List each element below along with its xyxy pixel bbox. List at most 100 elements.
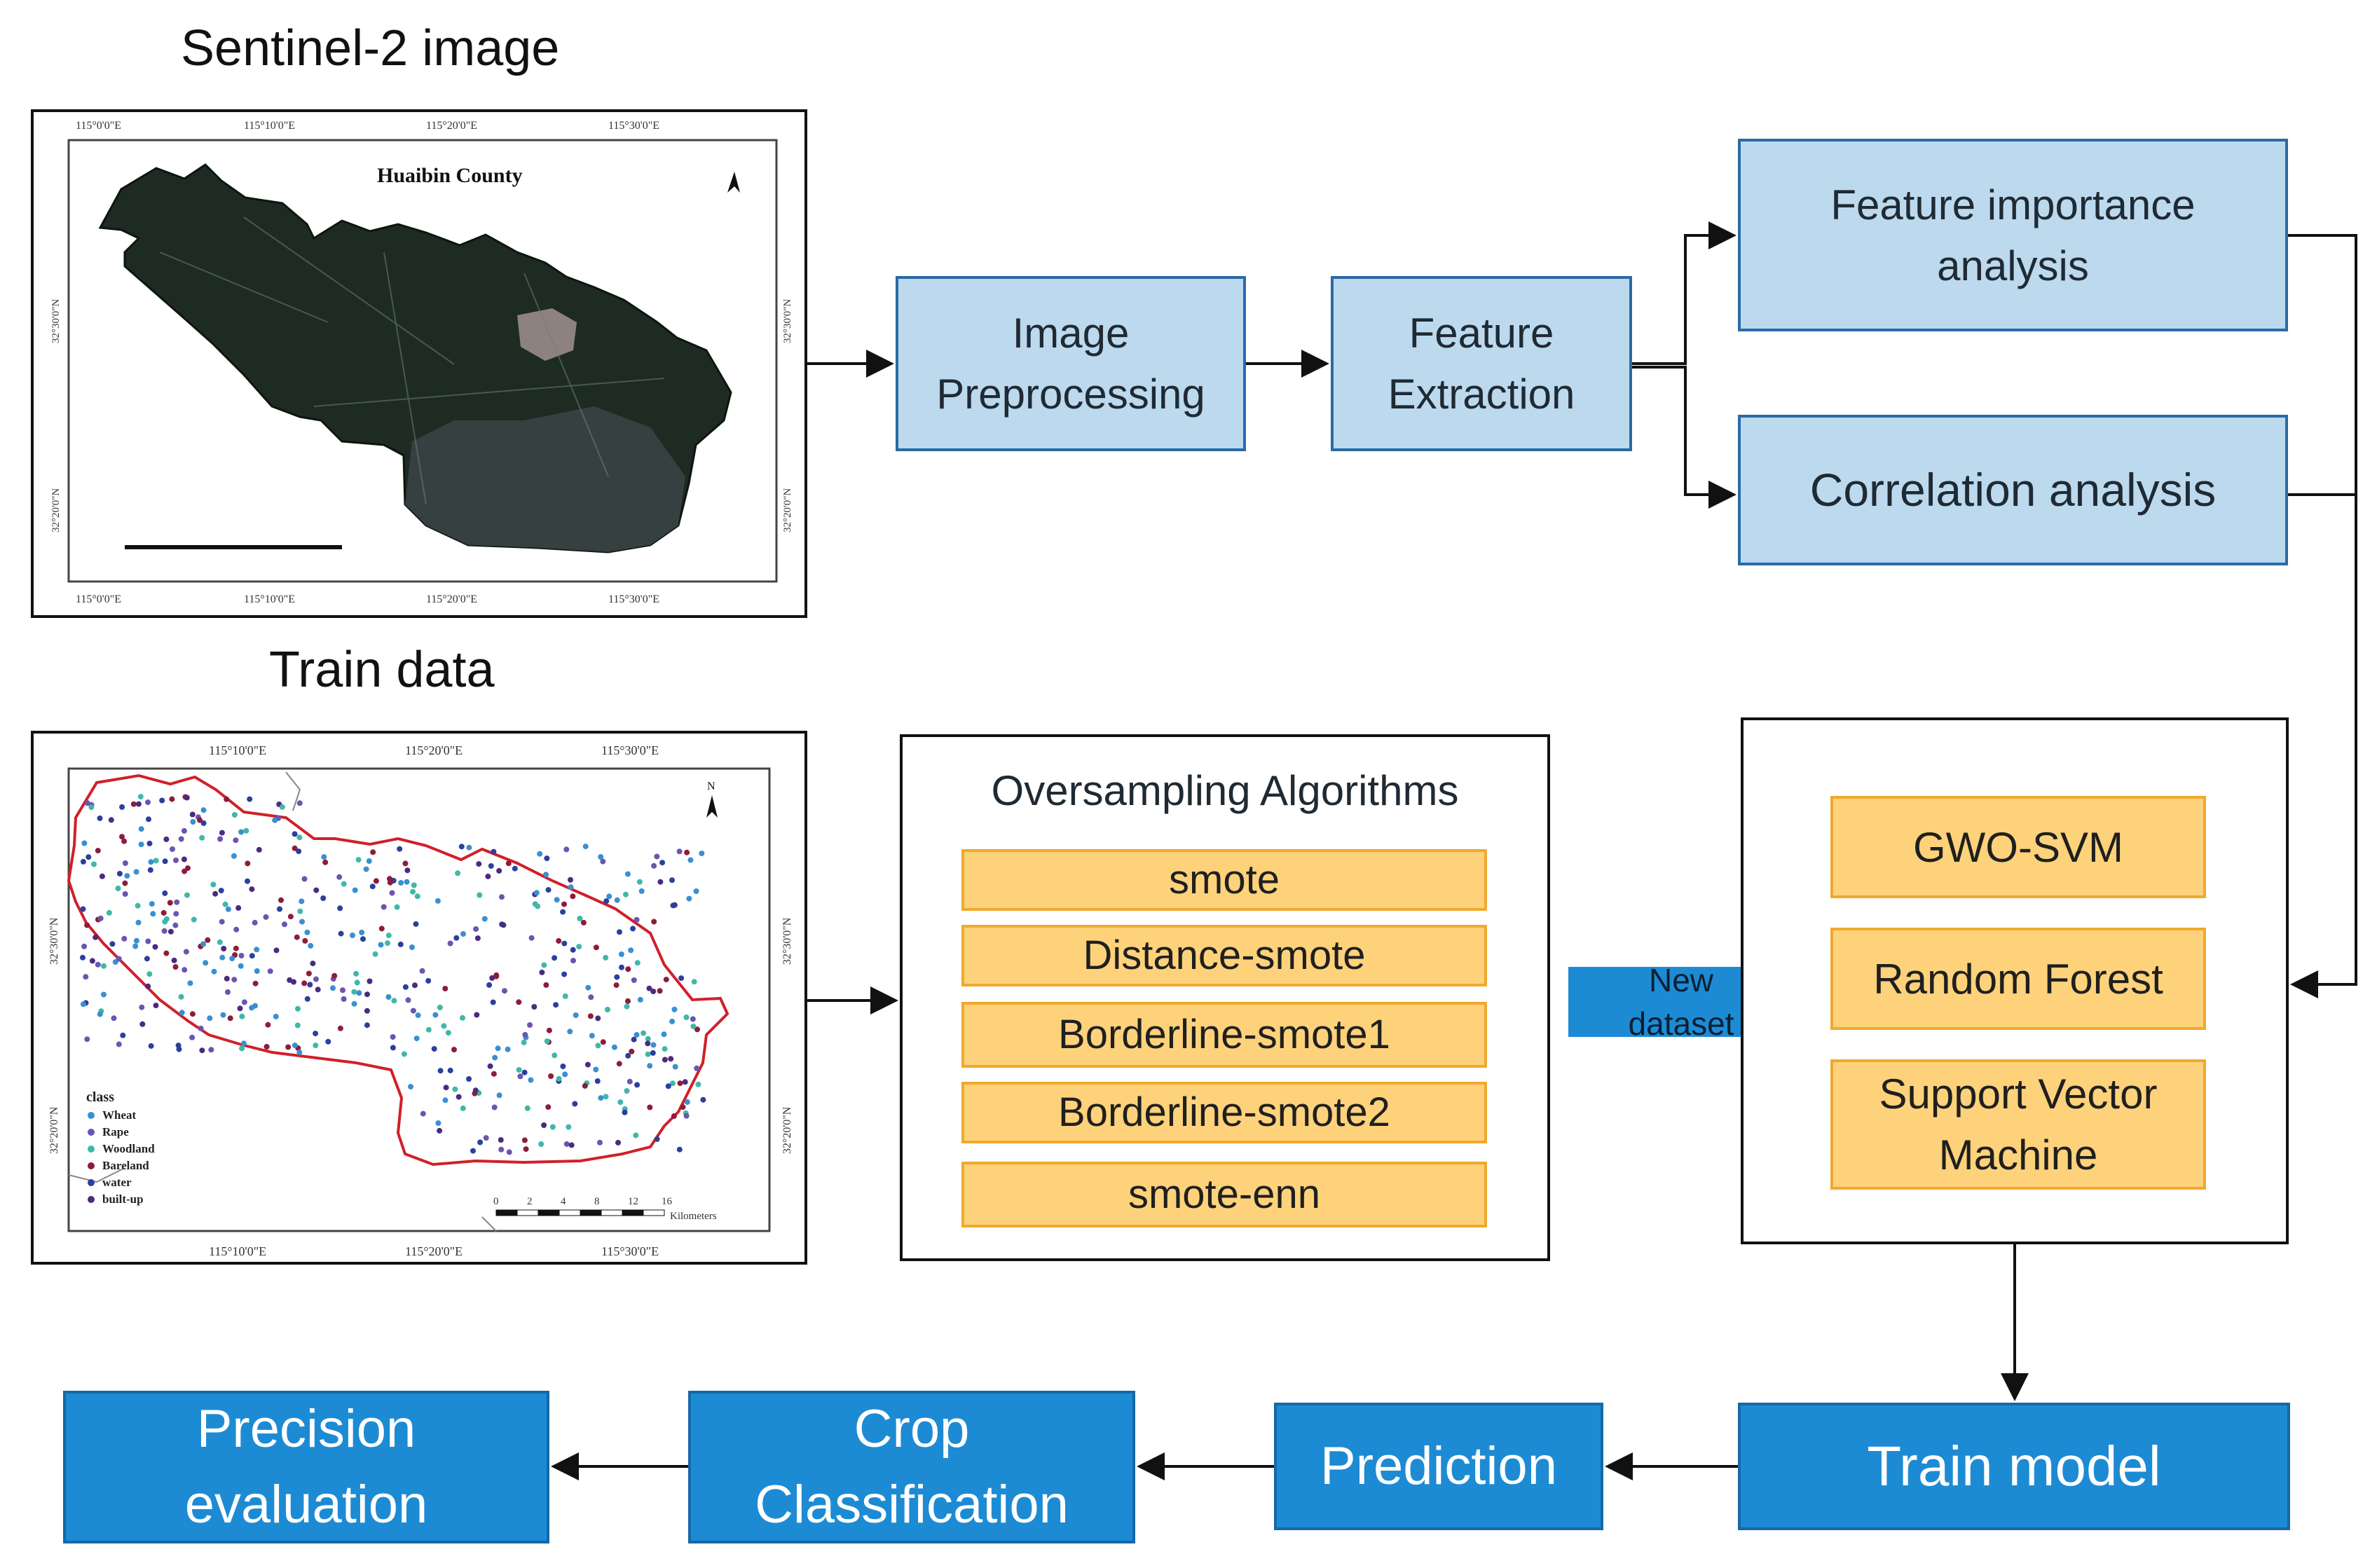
train-bottom-tick: 115°10'0"E bbox=[209, 1244, 266, 1258]
sample-point bbox=[321, 854, 327, 860]
scale-label: 0 bbox=[493, 1196, 499, 1207]
sample-point bbox=[184, 795, 190, 801]
sample-point bbox=[277, 906, 282, 912]
sample-point bbox=[413, 1036, 420, 1042]
sample-point bbox=[83, 974, 89, 980]
sample-point bbox=[539, 969, 545, 975]
sample-point bbox=[391, 998, 397, 1004]
sample-point bbox=[665, 1083, 671, 1089]
sample-point bbox=[624, 1088, 630, 1094]
sample-point bbox=[657, 988, 663, 994]
sample-point bbox=[162, 858, 168, 865]
sample-point bbox=[414, 893, 420, 900]
sample-point bbox=[410, 888, 416, 895]
sample-point bbox=[477, 892, 483, 898]
sample-point bbox=[304, 929, 310, 935]
sentinel-top-tick: 115°10'0"E bbox=[244, 120, 295, 132]
sample-point bbox=[694, 1065, 700, 1071]
train-top-tick: 115°10'0"E bbox=[209, 743, 266, 757]
sample-point bbox=[197, 817, 203, 823]
sample-point bbox=[306, 970, 312, 977]
legend-swatch bbox=[88, 1112, 95, 1119]
sample-point bbox=[473, 926, 479, 932]
sample-point bbox=[554, 897, 560, 903]
sample-point bbox=[254, 947, 260, 953]
sample-point bbox=[350, 933, 355, 938]
sample-point bbox=[411, 882, 417, 888]
sample-point bbox=[220, 1012, 226, 1018]
arrow-analysis-to-models bbox=[2288, 234, 2357, 998]
sample-point bbox=[631, 1036, 637, 1043]
sample-point bbox=[576, 944, 582, 950]
sample-point bbox=[238, 963, 244, 969]
sample-point bbox=[522, 1031, 528, 1038]
sample-point bbox=[624, 871, 631, 877]
sample-point bbox=[425, 1026, 432, 1033]
sample-point bbox=[472, 1087, 479, 1094]
sentinel-map-neatline bbox=[67, 139, 778, 583]
train-right-tick: 32°20'0"N bbox=[781, 1106, 793, 1154]
sample-point bbox=[351, 989, 357, 995]
sample-point bbox=[676, 1146, 683, 1153]
sample-point bbox=[387, 879, 393, 886]
sample-point bbox=[256, 846, 262, 853]
sample-point bbox=[366, 858, 372, 864]
sample-point bbox=[116, 871, 123, 876]
scale-label: 2 bbox=[527, 1196, 533, 1207]
sample-point bbox=[181, 856, 187, 862]
sample-point bbox=[441, 1023, 447, 1029]
sample-point bbox=[593, 944, 599, 951]
sample-point bbox=[231, 977, 238, 983]
sample-point bbox=[146, 816, 151, 823]
sample-point bbox=[233, 926, 240, 933]
sample-point bbox=[690, 1016, 696, 1022]
sample-point bbox=[577, 916, 583, 921]
sample-point bbox=[641, 1030, 647, 1036]
sample-point bbox=[487, 1063, 493, 1069]
sample-point bbox=[225, 906, 231, 912]
sample-point bbox=[291, 979, 296, 985]
sample-point bbox=[570, 947, 576, 953]
sample-point bbox=[568, 876, 573, 883]
sentinel-county-lowland bbox=[405, 406, 685, 552]
sample-point bbox=[662, 1057, 668, 1063]
sample-point bbox=[267, 968, 273, 975]
sample-point bbox=[101, 963, 107, 969]
train-top-tick: 115°20'0"E bbox=[405, 743, 463, 757]
sample-point bbox=[137, 794, 144, 800]
sample-point bbox=[84, 1036, 90, 1043]
sample-point bbox=[225, 989, 231, 995]
sample-point bbox=[538, 1141, 544, 1147]
sample-point bbox=[207, 1015, 213, 1022]
precision-evaluation-box: Precision evaluation bbox=[63, 1391, 549, 1543]
legend-swatch bbox=[88, 1196, 95, 1203]
sample-point bbox=[548, 1073, 554, 1079]
sentinel-urban-area bbox=[517, 308, 577, 361]
sample-point bbox=[638, 888, 645, 894]
sample-point bbox=[364, 1022, 370, 1029]
sample-point bbox=[498, 1146, 505, 1153]
sample-point bbox=[121, 838, 128, 844]
sample-point bbox=[543, 872, 549, 878]
sample-point bbox=[89, 958, 95, 964]
train-top-tick: 115°30'0"E bbox=[601, 743, 659, 757]
sentinel-heading: Sentinel-2 image bbox=[181, 20, 560, 76]
sample-point bbox=[133, 869, 139, 875]
sample-point bbox=[163, 836, 170, 842]
sample-point bbox=[408, 1084, 413, 1089]
sample-point bbox=[370, 849, 376, 855]
sample-point bbox=[252, 980, 259, 986]
train-legend-title: class bbox=[86, 1089, 114, 1105]
sample-point bbox=[272, 817, 278, 823]
sample-point bbox=[537, 851, 543, 857]
sample-point bbox=[340, 987, 345, 993]
sample-point bbox=[238, 829, 245, 835]
sample-point bbox=[133, 937, 139, 944]
sample-point bbox=[341, 881, 347, 887]
sample-point bbox=[219, 919, 225, 925]
sample-point bbox=[227, 1015, 233, 1022]
sample-point bbox=[247, 796, 253, 802]
sample-point bbox=[163, 950, 170, 956]
sample-point bbox=[437, 1068, 444, 1074]
